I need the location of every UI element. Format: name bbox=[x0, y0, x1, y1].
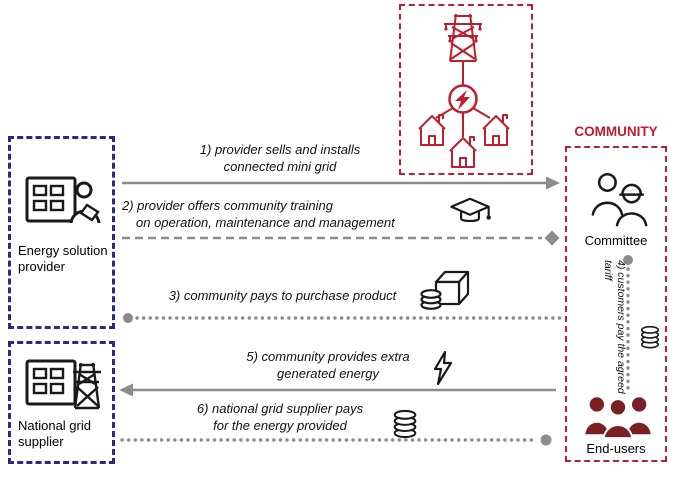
flow-2-label: 2) provider offers community training on… bbox=[122, 198, 395, 230]
flow-4-label: 4) customers pay the agreed tariff bbox=[602, 260, 627, 394]
flow-3-line bbox=[123, 313, 563, 323]
provider-label: Energy solution provider bbox=[18, 243, 108, 274]
grid-supplier-label: National grid supplier bbox=[18, 418, 91, 449]
flow-5-arrow bbox=[119, 383, 556, 397]
provider-icon bbox=[25, 176, 101, 224]
community-box: Committee 4) customers pay the agreed ta… bbox=[565, 146, 667, 462]
grid-supplier-box: National grid supplier bbox=[8, 341, 115, 464]
committee-label: Committee bbox=[584, 233, 648, 248]
provider-box: Energy solution provider bbox=[8, 136, 115, 329]
coins-icon bbox=[640, 325, 660, 349]
flow-2-line bbox=[122, 230, 560, 246]
grid-supplier-icon bbox=[25, 359, 101, 410]
coins-box-icon bbox=[420, 270, 470, 310]
flow-1-arrow bbox=[122, 176, 560, 190]
mini-grid-icon bbox=[418, 13, 510, 168]
coins-icon bbox=[393, 409, 417, 439]
flow-6-label: 6) national grid supplier pays for the e… bbox=[196, 401, 364, 433]
graduation-cap-icon bbox=[450, 197, 491, 223]
committee-icon bbox=[591, 172, 648, 227]
lightning-bolt-icon bbox=[433, 351, 453, 385]
flow-5-label: 5) community provides extra generated en… bbox=[246, 349, 410, 381]
community-title: COMMUNITY bbox=[574, 124, 658, 139]
mini-grid-box bbox=[399, 4, 533, 175]
flow-1-label: 1) provider sells and installs connected… bbox=[199, 142, 361, 174]
end-users-icon bbox=[585, 397, 651, 440]
end-users-label: End-users bbox=[586, 441, 646, 456]
flow-3-label: 3) community pays to purchase product bbox=[168, 288, 397, 303]
flow-6-line bbox=[120, 434, 552, 446]
